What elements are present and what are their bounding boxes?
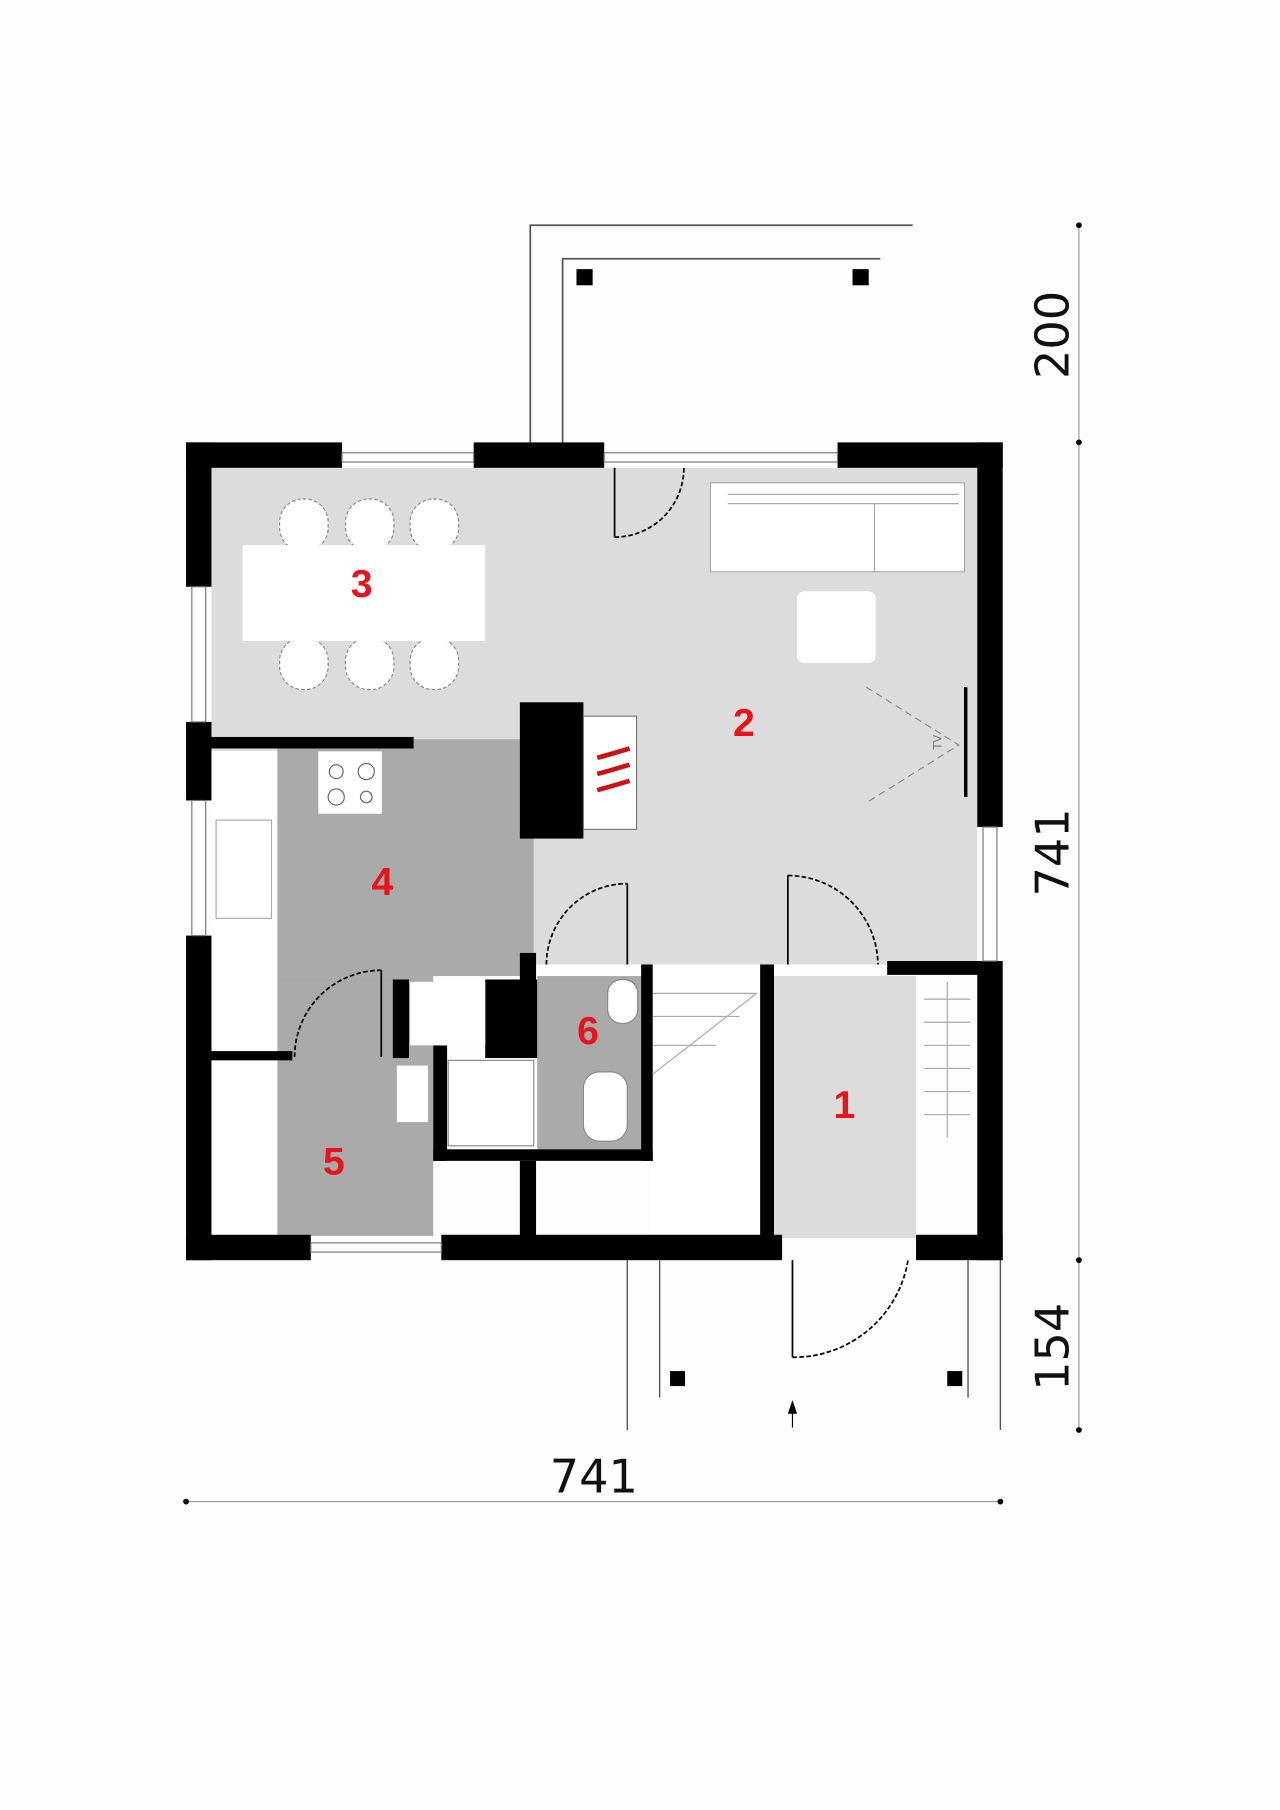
floor-room-white: [211, 1060, 278, 1236]
boiler: [395, 1064, 430, 1124]
room-number-4: 4: [371, 860, 393, 904]
dining-table: [242, 545, 486, 642]
washbasin: [607, 978, 639, 1024]
terrace-bottom: [626, 1260, 1002, 1430]
coffee-table: [797, 591, 876, 664]
stairs: [652, 981, 971, 1138]
dining-chairs: [279, 498, 460, 691]
walls: [186, 442, 1003, 1261]
tv-label: TV: [930, 735, 944, 751]
stove-burners: [327, 762, 375, 806]
stove: [317, 750, 383, 815]
room-number-3: 3: [351, 562, 373, 606]
shower: [447, 1059, 535, 1147]
dimension-ticks: [183, 222, 1082, 1505]
entrance-arrow-icon: [787, 1399, 798, 1414]
doors: [293, 467, 909, 1359]
floor-kitchen: [277, 739, 534, 977]
room-number-6: 6: [577, 1009, 599, 1053]
room-number-1: 1: [834, 1083, 856, 1127]
column: [852, 269, 869, 286]
terrace-top: [529, 224, 913, 443]
dimension-top-right: 200: [1026, 291, 1080, 379]
sink: [215, 819, 273, 919]
sofa: [709, 482, 966, 573]
column: [576, 269, 593, 286]
column: [947, 1371, 963, 1387]
appliance: [410, 981, 486, 1046]
dimension-right: 741: [1026, 808, 1080, 896]
floor-stair: [650, 964, 761, 1239]
fire-icon: [596, 746, 631, 793]
dimension-bottom: 741: [550, 1449, 638, 1503]
dimension-bottom-right: 154: [1026, 1303, 1080, 1391]
floor-hall: [771, 976, 917, 1239]
tv: TV: [866, 686, 968, 804]
room-number-5: 5: [323, 1140, 345, 1184]
column: [670, 1371, 686, 1387]
room-number-2: 2: [733, 701, 755, 745]
windows: [191, 452, 998, 1253]
dimension-lines: [186, 225, 1080, 1503]
toilet: [582, 1071, 628, 1142]
